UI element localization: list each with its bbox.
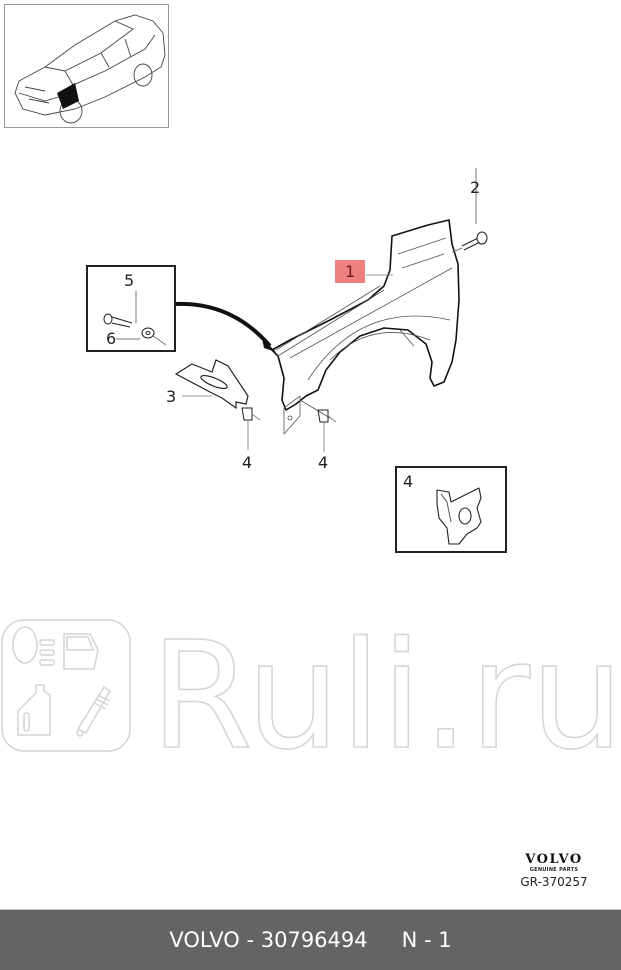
footer-bar: VOLVO - 30796494 N - 1 bbox=[0, 909, 621, 970]
diagram-code: GR-370257 bbox=[520, 875, 588, 889]
callout-5-bolt[interactable]: 5 bbox=[124, 271, 135, 290]
bolt-washer-icon bbox=[103, 291, 167, 346]
car-overview-icon bbox=[14, 14, 166, 124]
vehicle-thumbnail bbox=[4, 4, 169, 128]
bracket-part bbox=[174, 359, 249, 410]
brand-block: VOLVO GENUINE PARTS GR-370257 bbox=[509, 852, 599, 889]
volvo-logo: VOLVO bbox=[525, 852, 583, 867]
ruli-watermark: Ruli.ru bbox=[1, 617, 621, 757]
clip-nut-icon bbox=[436, 487, 482, 545]
clip-nut-part bbox=[241, 407, 337, 452]
part-number-label: VOLVO - 30796494 bbox=[169, 928, 368, 952]
inset-bolt-washer: 5 6 bbox=[86, 265, 176, 352]
callout-1-fender[interactable]: 1 bbox=[335, 260, 366, 283]
exploded-parts-diagram bbox=[174, 168, 488, 452]
bolt-part bbox=[451, 168, 488, 253]
svg-text:Ruli.ru: Ruli.ru bbox=[150, 617, 621, 757]
callout-6-washer[interactable]: 6 bbox=[106, 329, 117, 348]
callout-4-clip-nut-detail[interactable]: 4 bbox=[403, 472, 414, 491]
callout-3-bracket[interactable]: 3 bbox=[166, 387, 177, 406]
callout-2-bolt[interactable]: 2 bbox=[470, 178, 481, 197]
fender-part bbox=[271, 219, 460, 411]
genuine-parts-label: GENUINE PARTS bbox=[529, 867, 579, 873]
inset-clip-nut: 4 bbox=[395, 466, 507, 553]
callout-4-clip-nut[interactable]: 4 bbox=[242, 453, 253, 472]
callout-4-clip-nut[interactable]: 4 bbox=[318, 453, 329, 472]
position-label: N - 1 bbox=[401, 928, 452, 952]
